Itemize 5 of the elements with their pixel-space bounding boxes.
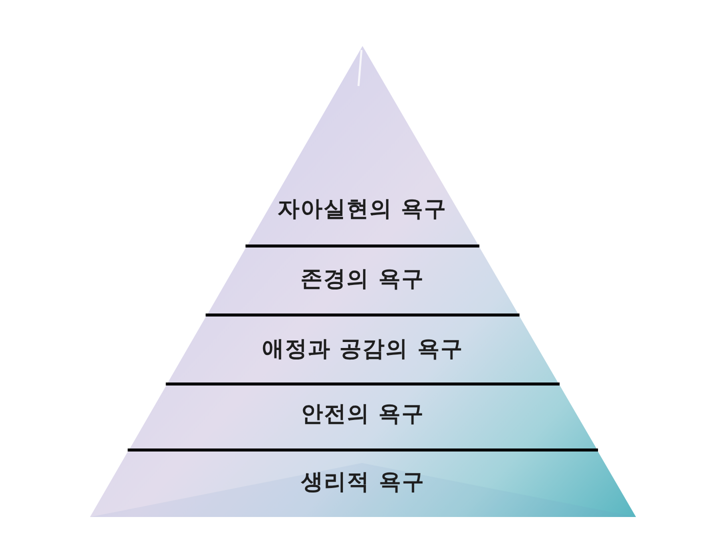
level-label: 안전의 욕구 (301, 402, 425, 428)
level-label: 자아실현의 욕구 (278, 197, 448, 223)
level-label: 생리적 욕구 (301, 470, 425, 496)
level-label: 존경의 욕구 (300, 267, 424, 293)
level-label: 애정과 공감의 욕구 (262, 337, 464, 363)
